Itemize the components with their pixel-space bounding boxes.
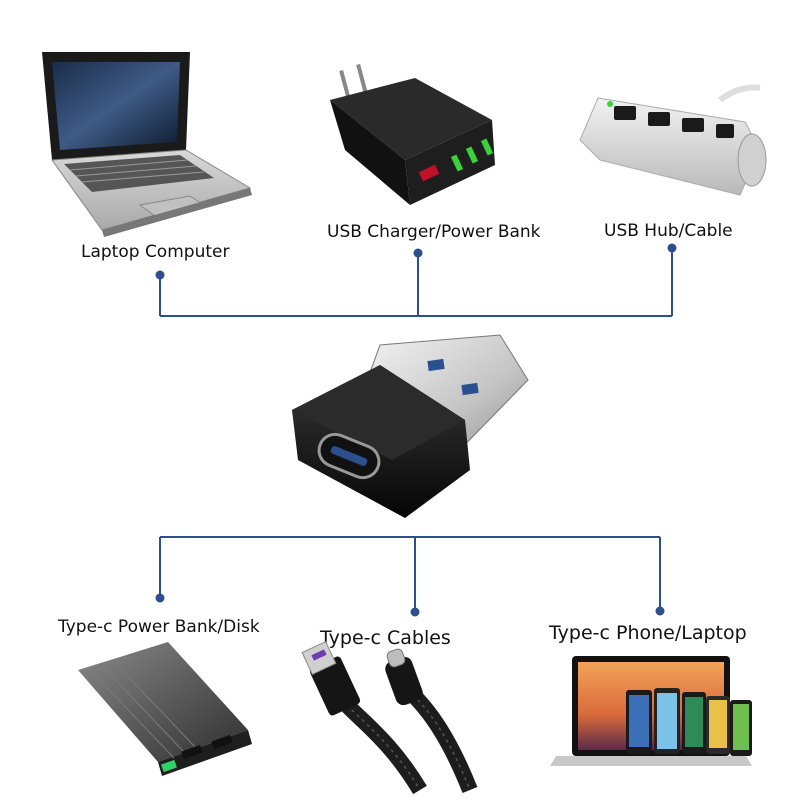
label-type-c-phone-laptop: Type-c Phone/Laptop	[549, 622, 747, 644]
label-usb-charger: USB Charger/Power Bank	[327, 222, 541, 242]
label-type-c-cables: Type-c Cables	[320, 627, 451, 649]
label-usb-hub: USB Hub/Cable	[604, 221, 733, 241]
label-type-c-power-bank: Type-c Power Bank/Disk	[58, 617, 260, 637]
label-laptop-computer: Laptop Computer	[81, 242, 230, 262]
